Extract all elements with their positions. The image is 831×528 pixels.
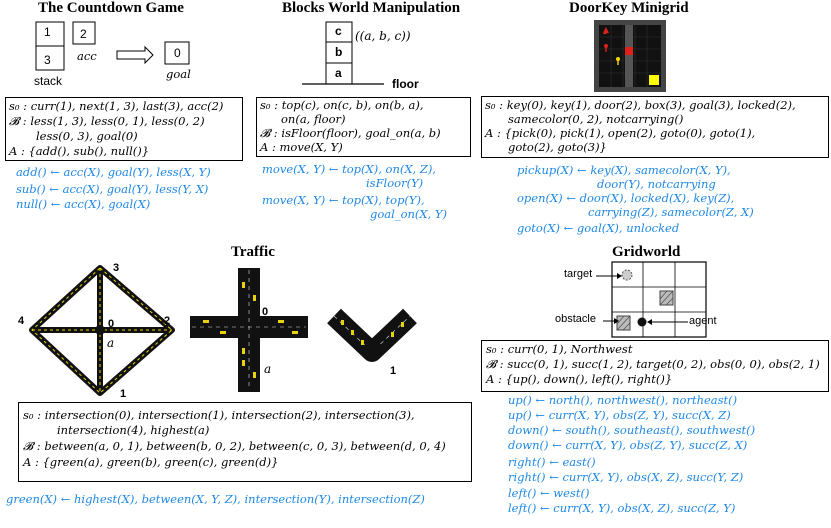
gridworld-rule: down() ← south(), southeast(), southwest… xyxy=(508,423,756,437)
countdown-rule: null() ← acc(X), goal(X) xyxy=(16,197,151,211)
gridworld-rule: right() ← curr(X, Y), obs(X, Z), succ(Y,… xyxy=(508,470,744,484)
gridworld-rule: up() ← curr(X, Y), obs(Z, Y), succ(X, Z) xyxy=(508,408,731,422)
gridworld-title: Gridworld xyxy=(612,244,681,260)
gridworld-rule: up() ← north(), northwest(), northeast() xyxy=(508,393,738,407)
doorkey-rule: door(Y), notcarrying xyxy=(597,177,716,191)
traffic-node-1: 1 xyxy=(120,388,127,400)
doorkey-rule: open(X) ← door(X), locked(X), key(Z), xyxy=(517,191,735,205)
blocks-state-line: s₀ : top(c), on(c, b), on(b, a), xyxy=(260,98,424,112)
blocks-state-line: on(a, floor) xyxy=(281,112,346,126)
doorkey-rule: pickup(X) ← key(X), samecolor(X, Y), xyxy=(517,163,731,177)
blocks-rule: move(X, Y) ← top(X), on(X, Z), xyxy=(262,162,436,176)
traffic-node-4: 4 xyxy=(18,315,25,327)
countdown-title: The Countdown Game xyxy=(38,0,184,16)
gridworld-rule: down() ← curr(X, Y), obs(Z, Y), succ(Z, … xyxy=(508,438,748,452)
traffic-node-2: 2 xyxy=(164,315,171,327)
block-a: a xyxy=(335,66,342,80)
blocks-rule: move(X, Y) ← top(X), top(Y), xyxy=(262,193,425,207)
countdown-state-line: 𝓑 : less(1, 3), less(0, 1), less(0, 2) xyxy=(9,114,205,128)
obstacle-label: obstacle xyxy=(555,313,596,325)
goal-label: goal xyxy=(166,67,191,81)
blocks-illustration xyxy=(302,21,384,85)
blocks-state-line: 𝓑 : isFloor(floor), goal_on(a, b) xyxy=(260,126,441,140)
gridworld-rule: right() ← east() xyxy=(508,455,596,469)
countdown-rule: add() ← acc(X), goal(Y), less(X, Y) xyxy=(16,165,211,179)
traffic-state-line: 𝓑 : between(a, 0, 1), between(b, 0, 2), … xyxy=(23,439,446,453)
countdown-illustration xyxy=(35,21,190,71)
doorkey-state-box: s₀ : key(0), key(1), door(2), box(3), go… xyxy=(481,96,829,158)
acc-value: 2 xyxy=(80,27,87,41)
floor-label: floor xyxy=(392,77,419,91)
gridworld-state-line: A : {up(), down(), left(), right()} xyxy=(486,372,673,386)
block-c: c xyxy=(335,24,342,38)
block-b: b xyxy=(335,45,343,59)
doorkey-grid-image xyxy=(594,20,666,92)
stack-top-value: 1 xyxy=(44,25,51,39)
countdown-state-line: A : {add(), sub(), null()} xyxy=(9,144,150,158)
traffic-road-a: a xyxy=(107,336,115,350)
traffic-state-line: A : {green(a), green(b), green(c), green… xyxy=(23,455,279,469)
countdown-state-line: less(0, 3), goal(0) xyxy=(36,129,138,143)
traffic-state-line: s₀ : intersection(0), intersection(1), i… xyxy=(23,408,415,422)
target-label: target xyxy=(564,268,593,280)
doorkey-title: DoorKey Minigrid xyxy=(569,0,689,16)
agent-label: agent xyxy=(689,315,717,327)
curve-node-1: 1 xyxy=(390,365,397,377)
blocks-state-box: s₀ : top(c), on(c, b), on(b, a), on(a, f… xyxy=(256,97,471,157)
traffic-node-0: 0 xyxy=(108,318,115,330)
doorkey-state-line: A : {pick(0), pick(1), open(2), goto(0),… xyxy=(485,126,756,140)
cross-node-0: 0 xyxy=(262,306,269,318)
stack-label: stack xyxy=(34,74,63,88)
stack-tuple: ((a, b, c)) xyxy=(355,29,411,43)
traffic-state-line: intersection(4), highest(a) xyxy=(57,423,210,437)
traffic-rule: green(X) ← highest(X), between(X, Y, Z),… xyxy=(6,492,425,506)
blocks-rule: isFloor(Y) xyxy=(366,176,424,190)
cross-road-a: a xyxy=(264,362,272,376)
acc-label: acc xyxy=(77,49,97,63)
countdown-state-line: s₀ : curr(1), next(1, 3), last(3), acc(2… xyxy=(9,99,224,113)
gridworld-state-line: 𝓑 : succ(0, 1), succ(1, 2), target(0, 2)… xyxy=(486,357,820,371)
doorkey-state-line: goto(2), goto(3)} xyxy=(508,140,607,154)
gridworld-rule: left() ← curr(X, Y), obs(X, Z), succ(Z, … xyxy=(508,501,736,515)
traffic-node-3: 3 xyxy=(113,262,120,274)
traffic-title: Traffic xyxy=(231,244,275,260)
blocks-state-line: A : move(X, Y) xyxy=(260,140,343,154)
doorkey-rule: goto(X) ← goal(X), unlocked xyxy=(517,221,680,235)
countdown-rule: sub() ← acc(X), goal(Y), less(Y, X) xyxy=(16,182,209,196)
blocks-title: Blocks World Manipulation xyxy=(282,0,461,16)
doorkey-state-line: s₀ : key(0), key(1), door(2), box(3), go… xyxy=(485,98,796,112)
doorkey-state-line: samecolor(0, 2), notcarrying() xyxy=(508,112,684,126)
doorkey-rule: carrying(Z), samecolor(Z, X) xyxy=(588,205,754,219)
countdown-state-box: s₀ : curr(1), next(1, 3), last(3), acc(2… xyxy=(5,97,243,161)
gridworld-state-box: s₀ : curr(0, 1), Northwest 𝓑 : succ(0, 1… xyxy=(481,340,829,392)
blocks-rule: goal_on(X, Y) xyxy=(370,207,447,221)
traffic-state-box: s₀ : intersection(0), intersection(1), i… xyxy=(18,402,472,482)
gridworld-state-line: s₀ : curr(0, 1), Northwest xyxy=(486,342,633,356)
stack-bottom-value: 3 xyxy=(44,53,51,67)
gridworld-rule: left() ← west() xyxy=(508,486,590,500)
goal-value: 0 xyxy=(174,46,181,60)
